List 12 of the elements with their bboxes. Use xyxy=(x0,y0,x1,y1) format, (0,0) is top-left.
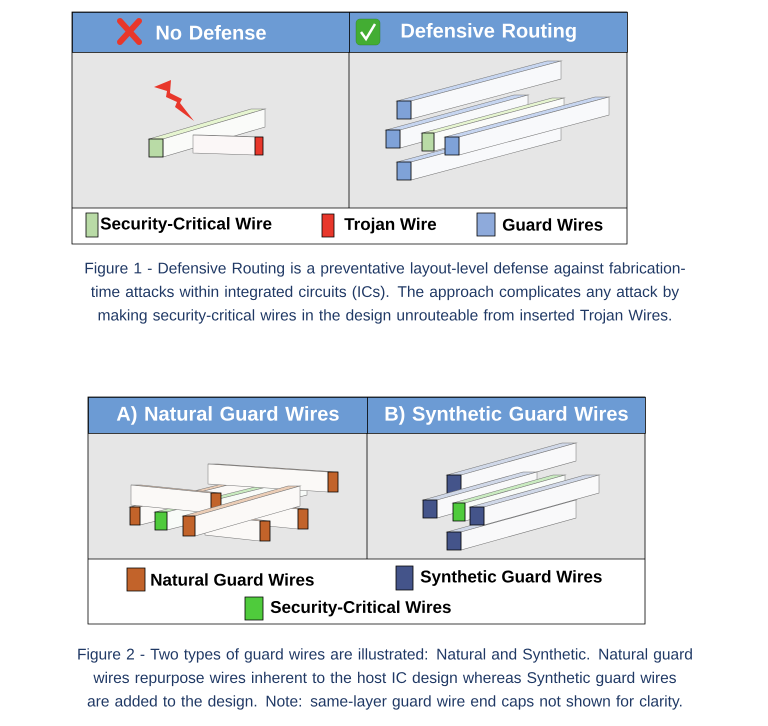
legend-label: Natural Guard Wires xyxy=(151,573,314,586)
legend-label: Synthetic Guard Wires xyxy=(420,570,602,586)
legend-label: Trojan Wire xyxy=(344,218,436,234)
header-cell: No Defense xyxy=(72,12,350,53)
legend-label: Guard Wires xyxy=(502,218,602,231)
figure-caption: Figure 2 - Two types of guard wires are illustrated: Natural and Synthetic. Natural guard wires repurpose wires inherent to the host IC design whereas Synthetic guard wires are added to the design. Note: same-layer guard wire end caps not shown for clarity. xyxy=(78,648,692,710)
legend-label: Security-Critical Wires xyxy=(270,600,451,616)
header-cell: Defensive Routing xyxy=(349,12,628,53)
header-cell: B) Synthetic Guard Wires xyxy=(367,397,646,434)
header-cell: A) Natural Guard Wires xyxy=(88,397,368,434)
legend-label: Security-Critical Wire xyxy=(100,217,272,233)
figure-caption: Figure 1 - Defensive Routing is a preventative layout-level defense against fabrication-time attacks within integrated circuits (ICs). The approach complicates any attack by making security-critical wires in the design unrouteable from inserted Trojan Wires. xyxy=(86,262,685,324)
